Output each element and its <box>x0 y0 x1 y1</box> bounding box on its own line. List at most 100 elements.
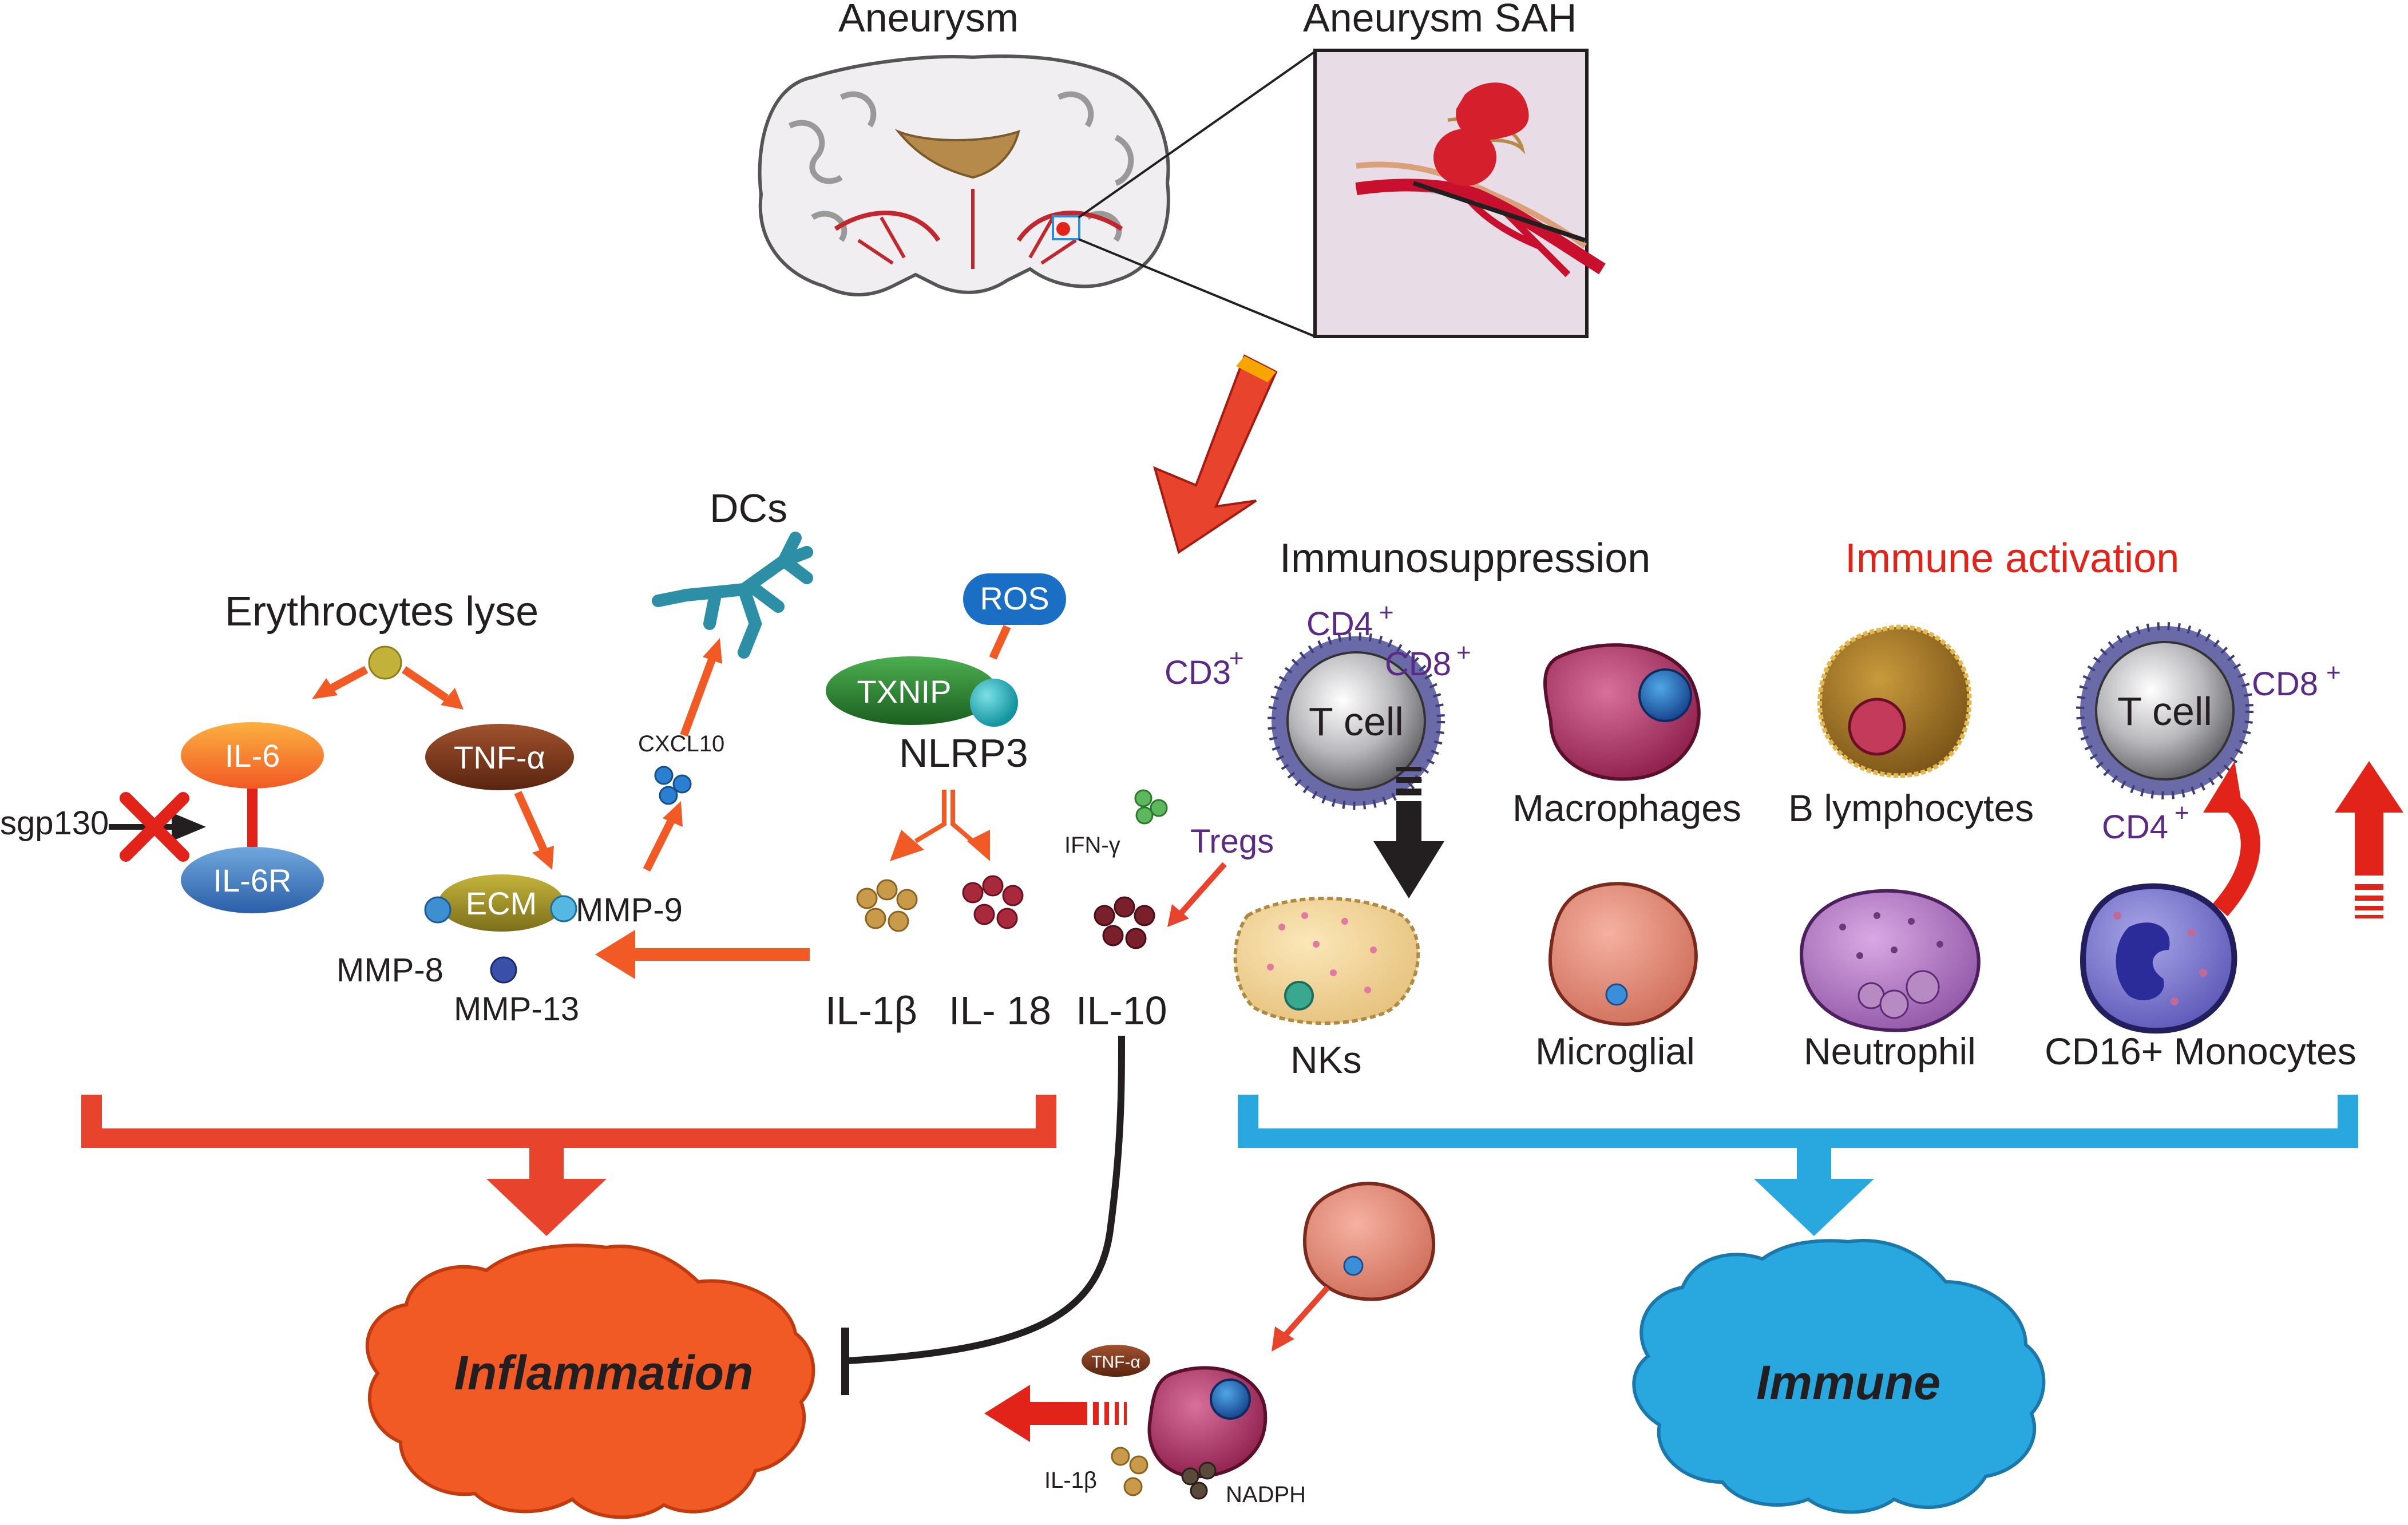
il1b-beads <box>856 879 918 932</box>
ros-node <box>963 573 1066 625</box>
nlrp3-split-arrow <box>914 790 975 843</box>
tnfa-to-ecm-head <box>532 846 554 870</box>
macrophage-cell <box>1543 643 1701 781</box>
arrow-to-tnfa-head <box>441 688 464 710</box>
aneurysm-label: Aneurysm <box>838 0 1019 40</box>
cd3-label: CD3 <box>1165 654 1231 691</box>
arrow-to-il6-head <box>312 678 338 699</box>
tcell-left: T cell <box>1268 632 1445 810</box>
brain-illustration <box>758 54 1170 296</box>
cd4-right-label: CD4 <box>2102 809 2168 846</box>
cd8-right-label: CD8 <box>2252 666 2318 703</box>
nlrp3-label: NLRP3 <box>899 731 1028 775</box>
tcell-right-label: T cell <box>2117 689 2212 734</box>
cd3-plus: + <box>1229 644 1244 672</box>
activation-up-arrow <box>2335 761 2403 918</box>
ros-label: ROS <box>980 580 1049 616</box>
immune-activation-label: Immune activation <box>1845 536 2179 581</box>
il10-label: IL-10 <box>1076 988 1167 1033</box>
immune-bracket <box>1238 1095 2358 1236</box>
cxcl10-to-dcs-arrow <box>680 656 716 737</box>
monocyte-cell <box>2080 883 2237 1034</box>
ifng-beads <box>1134 789 1168 825</box>
big-down-arrow <box>1152 354 1278 554</box>
erythrocyte-icon <box>368 645 402 680</box>
tnfa-node <box>425 724 574 790</box>
arrow-to-tnfa <box>402 666 449 702</box>
immune-burst <box>1632 1239 2046 1514</box>
tnfa-to-ecm-arrow <box>514 791 548 851</box>
il6r-node <box>181 847 324 913</box>
nks-label: NKs <box>1290 1039 1362 1081</box>
cd4-right-plus: + <box>2175 799 2189 827</box>
big-down-arrow-shade <box>1236 356 1276 382</box>
nadph-beads <box>1181 1461 1217 1500</box>
txnip-node <box>826 656 997 725</box>
il10-inhibition-line <box>846 1035 1125 1364</box>
microglial-cell <box>1548 882 1698 1027</box>
tnfa-label: TNF-α <box>454 739 545 775</box>
tregs-to-il10-head <box>1167 904 1189 927</box>
neutrophil-label: Neutrophil <box>1804 1030 1976 1072</box>
il10-beads <box>1094 896 1155 949</box>
il10-inhibition-bar <box>841 1328 849 1395</box>
il6-il6r-link <box>247 789 258 847</box>
neutrophil-cell <box>1800 889 1981 1032</box>
cd4-left-plus: + <box>1379 599 1394 627</box>
cd4-left-label: CD4 <box>1306 605 1373 643</box>
mmp9-to-cxcl10-arrow <box>643 816 676 872</box>
il18-label: IL- 18 <box>949 988 1051 1033</box>
cxcl10-label: CXCL10 <box>638 731 724 756</box>
block-x-icon <box>120 792 189 862</box>
arrow-to-il6 <box>327 666 369 694</box>
mmp8-bead <box>424 896 451 924</box>
cytokines-to-ecm-head <box>595 930 635 979</box>
tcell-to-nk-arrow <box>1373 767 1444 898</box>
il6-label: IL-6 <box>225 738 280 774</box>
ecm-label: ECM <box>466 885 537 921</box>
cd8-left-label: CD8 <box>1385 645 1451 683</box>
tcell-left-label: T cell <box>1309 699 1404 744</box>
il1b-label: IL-1β <box>825 988 917 1033</box>
il6r-label: IL-6R <box>213 862 292 898</box>
microglia-to-macrophage-arrow <box>1280 1285 1330 1341</box>
ros-arrow <box>989 625 1011 660</box>
mmp8-label: MMP-8 <box>336 952 443 989</box>
inflammation-burst <box>365 1243 815 1519</box>
tregs-label: Tregs <box>1190 823 1274 860</box>
b-lymphocytes-label: B lymphocytes <box>1788 787 2034 829</box>
mmp13-label: MMP-13 <box>454 991 579 1028</box>
mmp9-to-cxcl10-head <box>663 801 683 827</box>
outgoing-red-arrow <box>984 1385 1127 1442</box>
microglial-label: Microglial <box>1535 1030 1695 1072</box>
aneurysm-sah-label: Aneurysm SAH <box>1303 0 1577 40</box>
b-lymphocyte-cell <box>1817 624 1972 778</box>
aneurysm-sah-inset <box>1313 49 1606 338</box>
sgp130-label: sgp130 <box>0 805 109 842</box>
mmp13-bead <box>490 956 517 984</box>
nlrp3-bead <box>970 679 1018 727</box>
cd16-monocytes-label: CD16+ Monocytes <box>2045 1030 2356 1072</box>
nlrp3-split-heads <box>890 830 990 861</box>
cxcl10-to-dcs-head <box>703 638 722 664</box>
mmp9-label: MMP-9 <box>576 892 683 929</box>
nk-cell <box>1233 897 1420 1025</box>
ifng-label: IFN-γ <box>1064 833 1120 858</box>
tnfa-small-label: TNF-α <box>1091 1353 1140 1372</box>
il1b-small-label: IL-1β <box>1044 1468 1097 1493</box>
cxcl10-beads <box>654 766 692 805</box>
txnip-label: TXNIP <box>857 674 952 710</box>
immunosuppression-label: Immunosuppression <box>1280 536 1650 581</box>
ecm-node <box>438 874 564 932</box>
immune-label: Immune <box>1756 1356 1940 1409</box>
tcell-right: T cell <box>2076 622 2253 799</box>
macrophages-label: Macrophages <box>1512 787 1741 829</box>
monocyte-to-tcell-arrow <box>2203 761 2260 917</box>
il18-beads <box>962 875 1024 929</box>
nadph-label: NADPH <box>1226 1482 1306 1507</box>
inflammation-bracket <box>81 1095 1056 1236</box>
bottom-macrophage-cell <box>1147 1366 1268 1479</box>
cd8-left-plus: + <box>1456 639 1471 667</box>
zoom-lines <box>1078 50 1316 338</box>
